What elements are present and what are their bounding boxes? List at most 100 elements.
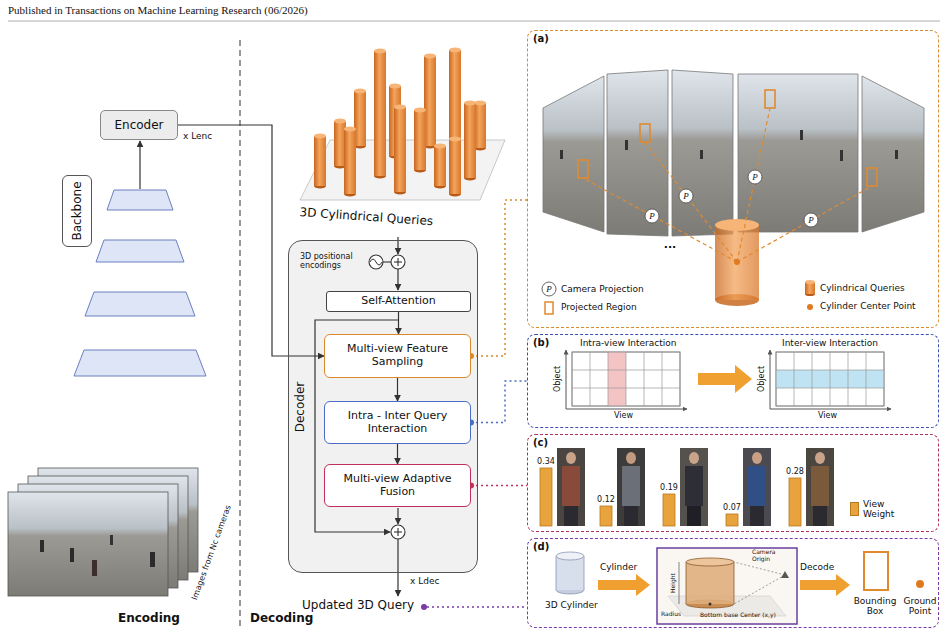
person-crops: [813, 506, 827, 526]
backbone-pyramid: [74, 141, 206, 376]
legend-text: Cylinder Center Point: [820, 301, 916, 311]
cylinder-decoding: [686, 562, 687, 604]
cylinder-queries: [314, 136, 326, 186]
camera-images: [8, 492, 168, 596]
person-crops: [557, 448, 585, 526]
arrow-label: Cylinder: [600, 562, 637, 572]
decoder-wiring: [397, 508, 398, 524]
connector: [468, 200, 527, 359]
interaction-grids: [770, 350, 771, 409]
camera-views: [700, 150, 703, 159]
cylinder-decoding: [556, 548, 924, 624]
output-leader: [421, 604, 527, 610]
connector-line: [397, 444, 398, 464]
ellipsis: ...: [664, 239, 677, 250]
legend-text: Projected Region: [561, 302, 637, 312]
connector-line: [397, 378, 398, 401]
interaction-grids: [566, 350, 891, 409]
node-text: (d): [533, 541, 549, 552]
legend-samples: [807, 304, 813, 310]
node-text: (b): [533, 337, 549, 348]
cylinder-queries: [449, 48, 461, 53]
legend-text: Cylindrical Queries: [820, 283, 905, 293]
projection-rays: [583, 178, 737, 262]
view-weight-bars: [600, 506, 612, 526]
projection-symbol: P: [649, 212, 655, 221]
output-leader: [427, 606, 527, 608]
connector-line: [471, 485, 527, 487]
interaction-grids: [572, 352, 680, 406]
connector: [468, 381, 527, 426]
output-caption: Bounding Box: [852, 596, 898, 617]
node-text: (a): [533, 33, 549, 44]
projection-rays: [640, 124, 650, 142]
self-attention-box: Self-Attention: [326, 291, 471, 312]
projection-rays: [867, 168, 877, 186]
backbone-pyramid: [107, 190, 173, 210]
legend-text: View Weight: [863, 499, 903, 520]
cylinder-decoding: [709, 603, 712, 606]
stage-divider: [240, 40, 241, 626]
cylinder-queries: [434, 144, 446, 149]
projection-rays: [679, 189, 693, 203]
cylinder-queries: [449, 137, 461, 142]
header-rule: [8, 21, 940, 22]
cylinder-queries: [389, 84, 401, 89]
query-caption: 3D Cylindrical Queries: [299, 206, 433, 229]
weight-value: 0.28: [786, 467, 804, 476]
person-crops: [806, 448, 834, 526]
cylinder-queries: [334, 119, 346, 124]
node-text: Intra - Inter Query Interaction: [343, 410, 453, 436]
camera-images: [40, 540, 44, 552]
person-crops: [624, 506, 638, 526]
query-interaction-box: Intra - Inter Query Interaction: [324, 401, 471, 444]
projection-rays: [578, 90, 877, 265]
cylinder-queries: [314, 48, 486, 197]
cylinder-queries: [344, 127, 356, 132]
header-rule: [8, 21, 940, 22]
cylinder-decoding: [556, 556, 584, 590]
camera-images: [8, 468, 198, 596]
person-crops: [743, 448, 771, 526]
interaction-grids: [608, 352, 626, 406]
interaction-grids: [776, 352, 884, 406]
cylinder-decoding: [734, 575, 785, 604]
layer-count: x Lenc: [183, 131, 212, 141]
projection-rays: [645, 142, 737, 262]
dimension-label: Radius: [661, 611, 681, 618]
backbone-pyramid: [96, 240, 184, 262]
legend-swatch: [850, 502, 859, 516]
cylinder-decoding: [679, 562, 680, 604]
axis-label: View: [614, 411, 633, 420]
view-weight-bars: [663, 494, 675, 526]
node-text: Decoder: [293, 381, 307, 432]
projection-symbol: P: [546, 285, 552, 294]
detail-panel: (b): [527, 334, 939, 428]
legend-samples: [542, 282, 556, 296]
projection-rays: [645, 209, 659, 223]
encoder-box: Encoder: [100, 110, 178, 140]
connector-line: [398, 312, 399, 334]
output-label: Updated 3D Query: [302, 599, 414, 613]
backbone-pyramid: [74, 350, 206, 376]
projection-rays: [804, 213, 818, 227]
decoder-wiring: [391, 255, 405, 269]
backbone-pyramid: [85, 292, 195, 316]
projection-rays: [748, 170, 762, 184]
feature-sampling-box: Multi-view Feature Sampling: [324, 334, 471, 378]
cylinder-decoding: [584, 556, 585, 590]
cylinder-decoding: [800, 574, 850, 596]
connector-line: [471, 381, 527, 423]
cylinder-decoding: [916, 580, 924, 588]
projection-rays: [737, 108, 770, 262]
dimension-label: Camera Origin: [752, 549, 792, 563]
view-weight-bars: [789, 478, 801, 526]
person-crops: [626, 452, 636, 464]
person-crops: [815, 452, 825, 464]
backbone-pyramid: [139, 141, 140, 189]
camera-views: [862, 76, 924, 232]
interaction-grids: [776, 352, 884, 406]
cylinder-queries: [314, 134, 326, 139]
